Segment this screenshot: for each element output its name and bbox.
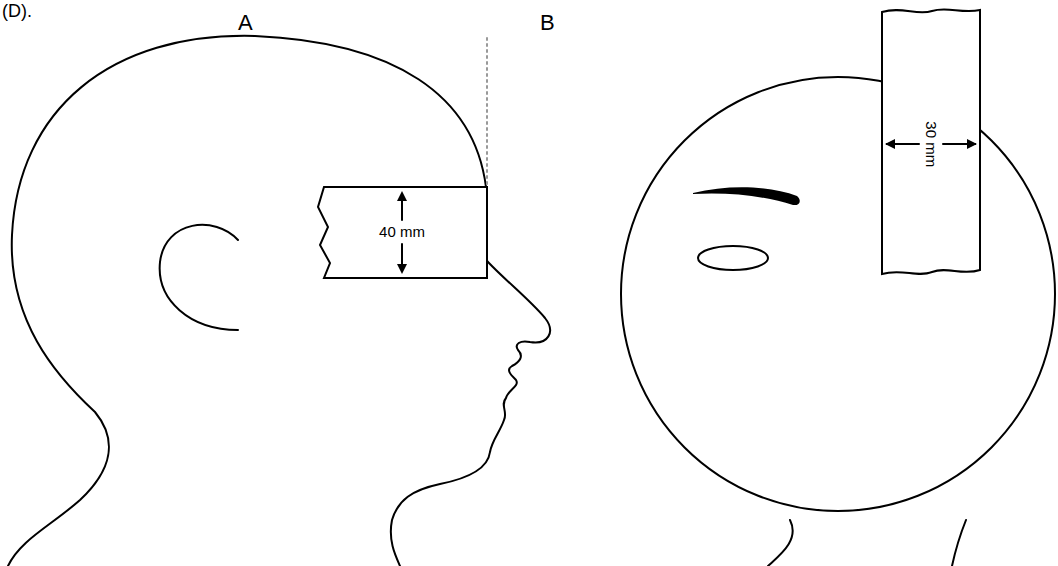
dimension-text: 30 mm bbox=[923, 119, 940, 169]
arrowhead bbox=[397, 191, 407, 201]
face-outline bbox=[391, 256, 550, 566]
arrowhead bbox=[885, 139, 895, 149]
pad-border bbox=[318, 187, 487, 278]
pad-border bbox=[882, 9, 980, 274]
reference-line bbox=[486, 38, 488, 185]
dimension-text: 40 mm bbox=[377, 224, 427, 241]
electrode-pad-front: 30 mm bbox=[882, 8, 980, 278]
neck-right bbox=[952, 520, 966, 566]
panel-letter: B bbox=[540, 12, 555, 34]
arrowhead bbox=[967, 139, 977, 149]
head-outline-front bbox=[621, 77, 1055, 511]
eye bbox=[698, 246, 768, 270]
ear bbox=[160, 225, 238, 330]
neck-left bbox=[768, 520, 793, 566]
head-outline bbox=[8, 36, 486, 566]
electrode-pad-side: 40 mm bbox=[318, 187, 487, 278]
eyebrow bbox=[693, 187, 800, 205]
arrowhead bbox=[397, 264, 407, 274]
figure-part-label: (D). bbox=[2, 2, 32, 20]
panel-letter: A bbox=[238, 12, 253, 34]
